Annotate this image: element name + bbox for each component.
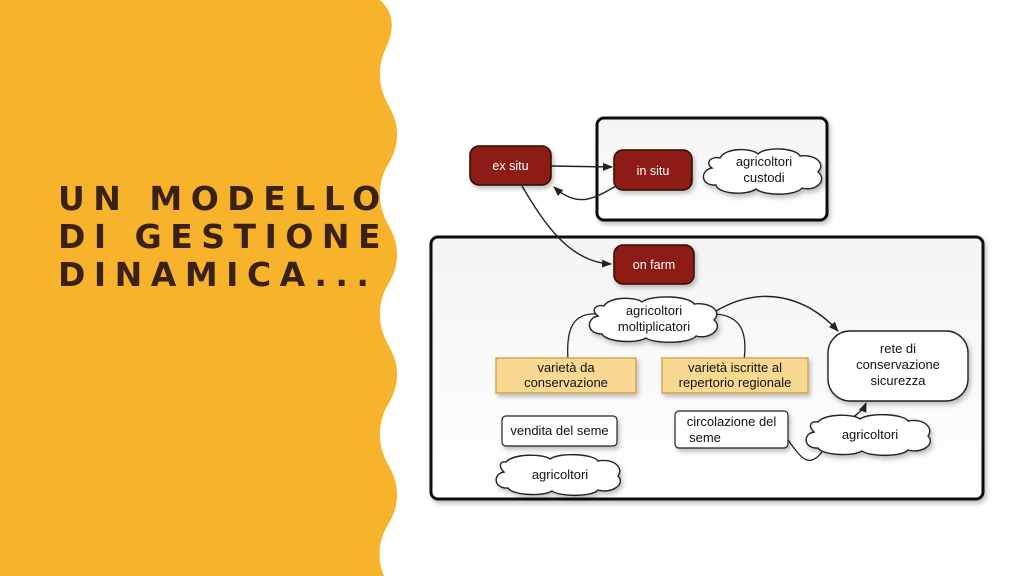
vendita-seme-label: vendita del seme bbox=[510, 423, 608, 438]
cloud-agricoltori-custodi: agricoltori custodi bbox=[702, 148, 823, 195]
arrow-in-situ-to-ex-situ bbox=[553, 185, 617, 201]
varieta-iscritte-line-2: repertorio regionale bbox=[679, 375, 792, 390]
line-moltiplicatori-to-varieta-conservazione bbox=[566, 313, 599, 361]
node-ex-situ-label: ex situ bbox=[492, 159, 528, 173]
cloud-agricoltori-bottom-left: agricoltori bbox=[495, 454, 621, 497]
node-ex-situ: ex situ bbox=[469, 145, 552, 186]
slide-title-line-1: UN MODELLO bbox=[58, 179, 389, 218]
rete-line-3: sicurezza bbox=[871, 373, 927, 388]
box-varieta-da-conservazione: varietà da conservazione bbox=[495, 357, 637, 394]
line-circolazione-to-agricoltori bbox=[787, 439, 823, 461]
slide-title-line-2: DI GESTIONE bbox=[58, 217, 390, 256]
slide-title-line-3: DINAMICA... bbox=[58, 255, 378, 294]
box-vendita-del-seme: vendita del seme bbox=[501, 415, 618, 447]
arrow-ex-situ-to-on-farm bbox=[521, 185, 612, 268]
node-on-farm: on farm bbox=[613, 244, 695, 285]
cloud-agricoltori-bottom-right-label: agricoltori bbox=[842, 427, 898, 442]
node-on-farm-label: on farm bbox=[633, 258, 675, 272]
rete-line-1: rete di bbox=[880, 341, 916, 356]
left-wavy-panel bbox=[0, 0, 398, 576]
rete-line-2: conservazione bbox=[856, 357, 940, 372]
circolazione-line-1: circolazione del bbox=[687, 414, 777, 429]
varieta-conservazione-line-1: varietà da bbox=[537, 360, 595, 375]
cloud-moltiplicatori-line-2: moltiplicatori bbox=[618, 319, 690, 334]
circolazione-line-2: seme bbox=[689, 430, 721, 445]
cloud-agricoltori-bottom-right: agricoltori bbox=[805, 414, 931, 457]
box-rete-conservazione: rete di conservazione sicurezza bbox=[827, 330, 969, 402]
box-varieta-iscritte: varietà iscritte al repertorio regionale bbox=[661, 357, 809, 394]
arrow-ex-situ-to-in-situ bbox=[550, 162, 613, 171]
arrow-moltiplicatori-to-rete bbox=[715, 295, 839, 332]
node-in-situ: in situ bbox=[613, 149, 693, 191]
cloud-moltiplicatori-line-1: agricoltori bbox=[626, 303, 682, 318]
cloud-agricoltori-custodi-line-1: agricoltori bbox=[736, 154, 792, 169]
cloud-agricoltori-bottom-left-label: agricoltori bbox=[532, 467, 588, 482]
cloud-agricoltori-custodi-line-2: custodi bbox=[743, 170, 784, 185]
node-in-situ-label: in situ bbox=[637, 164, 670, 178]
box-circolazione-del-seme: circolazione del seme bbox=[674, 410, 789, 449]
varieta-iscritte-line-1: varietà iscritte al bbox=[688, 360, 782, 375]
varieta-conservazione-line-2: conservazione bbox=[524, 375, 608, 390]
cloud-agricoltori-moltiplicatori: agricoltori moltiplicatori bbox=[588, 296, 719, 343]
